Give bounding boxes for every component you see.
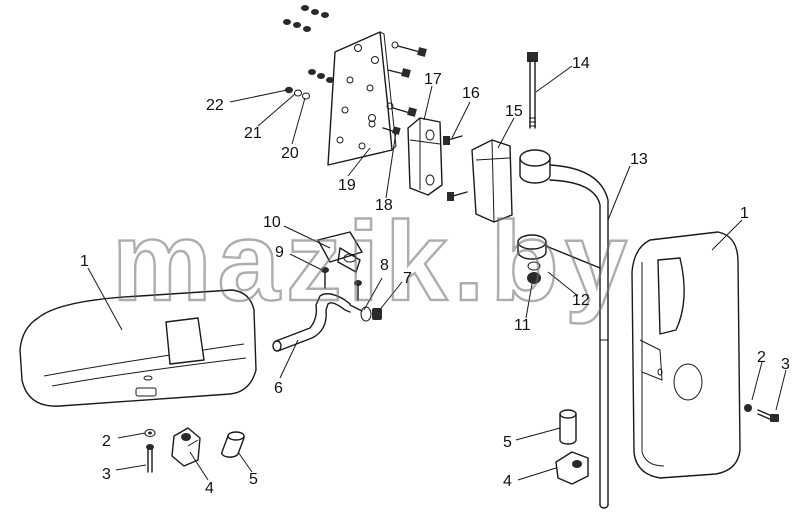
- callout-20: 20: [281, 145, 299, 162]
- callout-11: 11: [514, 317, 531, 334]
- callout-6: 6: [274, 380, 283, 397]
- callout-14: 14: [572, 55, 590, 72]
- callout-1-left: 1: [80, 253, 89, 270]
- nut-washer-stack-top: [283, 5, 334, 83]
- callout-7: 7: [403, 270, 412, 287]
- callout-13: 13: [630, 151, 648, 168]
- callout-10: 10: [263, 214, 281, 231]
- plate-bolts: [368, 41, 427, 135]
- callout-12: 12: [572, 292, 590, 309]
- bracket-17: [407, 117, 443, 196]
- mirror-1-left: [19, 289, 257, 407]
- bracket-15: [471, 139, 513, 223]
- nut-11: [527, 261, 541, 284]
- callout-3-left: 3: [102, 466, 111, 483]
- bolt-nut-7: [349, 304, 382, 322]
- washer-2-right: [744, 404, 752, 412]
- screw-8: [354, 280, 362, 301]
- mirror-arm-13: [519, 149, 609, 509]
- callout-21: 21: [244, 125, 262, 142]
- sleeve-5-right: [559, 409, 577, 445]
- callout-17: 17: [424, 71, 442, 88]
- sleeve-5-left: [221, 431, 245, 458]
- callout-19: 19: [338, 177, 356, 194]
- callout-9: 9: [275, 244, 284, 261]
- callout-2-left: 2: [102, 433, 111, 450]
- watermark-text: mazik.by: [112, 199, 633, 324]
- bolt-3-left: [146, 444, 154, 473]
- callout-15: 15: [505, 103, 523, 120]
- callout-8: 8: [380, 257, 389, 274]
- callout-5-left: 5: [249, 471, 258, 488]
- nut-washer-20-21-22: [285, 86, 310, 100]
- clamp-4-right: [555, 451, 589, 485]
- callout-2-right: 2: [757, 349, 766, 366]
- long-bolt-14: [527, 52, 538, 129]
- callout-4-left: 4: [205, 480, 214, 497]
- bolts-16: [443, 135, 468, 201]
- washer-2-left: [144, 429, 156, 437]
- mounting-plate-19: [327, 31, 397, 166]
- collar-12: [517, 234, 601, 269]
- bent-rod-6: [272, 293, 351, 352]
- leader-lines: [87, 65, 787, 481]
- callout-4-right: 4: [503, 473, 512, 490]
- hinge-10: [317, 231, 363, 273]
- callout-5-right: 5: [503, 434, 512, 451]
- mirror-1-right: [631, 231, 741, 479]
- callout-16: 16: [462, 85, 480, 102]
- callout-3-right: 3: [781, 356, 790, 373]
- callout-18: 18: [375, 197, 393, 214]
- callout-1-right: 1: [740, 205, 749, 222]
- callout-22: 22: [206, 97, 224, 114]
- bolt-3-right: [757, 409, 779, 422]
- callout-labels: 1 1 2 2 3 3 4 4 5 5 6 7 8 9 10 11 12 13 …: [80, 55, 790, 497]
- screw-9: [321, 267, 329, 289]
